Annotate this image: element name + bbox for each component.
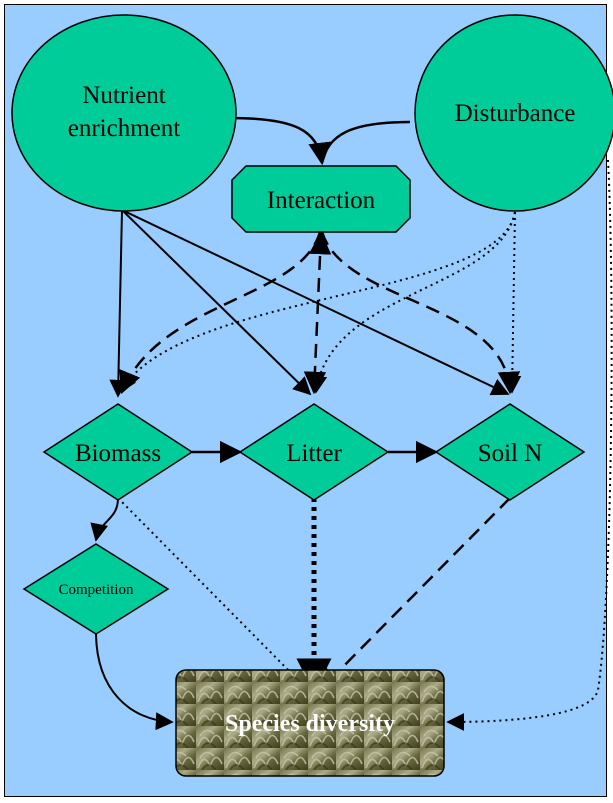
edge-competition-to-diversity [95, 631, 174, 731]
node-disturbance: Disturbance [414, 14, 613, 212]
edge-soiln-to-diversity [318, 497, 511, 692]
node-interaction: Interaction [231, 165, 411, 233]
nutrient-enrichment-label-line2: enrichment [68, 115, 181, 142]
species-diversity-label: Species diversity [225, 711, 395, 737]
node-competition: Competition [22, 543, 170, 635]
edge-biomass-to-competition [90, 497, 119, 542]
node-soil-n: Soil N [434, 403, 586, 501]
node-nutrient-enrichment: Nutrient enrichment [11, 14, 237, 212]
node-litter: Litter [238, 403, 390, 501]
edge-disturbance-to-interaction [320, 120, 411, 164]
edge-interaction-to-soiln [320, 231, 521, 395]
edge-interaction-to-biomass [119, 231, 322, 395]
node-species-diversity: Species diversity [175, 669, 445, 777]
soil-n-label: Soil N [478, 440, 543, 467]
edge-nutrient-to-litter [121, 209, 312, 396]
edge-biomass-to-diversity [117, 497, 308, 690]
edge-nutrient-to-biomass [109, 209, 128, 398]
node-biomass: Biomass [42, 403, 194, 501]
competition-label: Competition [59, 582, 135, 598]
edge-nutrient-to-interaction [229, 116, 331, 166]
litter-label: Litter [286, 440, 342, 467]
biomass-label: Biomass [75, 440, 161, 467]
edge-interaction-to-litter [303, 231, 332, 395]
nutrient-enrichment-label-line1: Nutrient [82, 82, 165, 109]
interaction-label: Interaction [267, 187, 376, 214]
edge-disturbance-to-diversity [446, 159, 613, 731]
disturbance-label: Disturbance [455, 100, 576, 127]
edge-disturbance-to-litter [309, 211, 516, 394]
edge-disturbance-to-soiln [503, 211, 522, 394]
